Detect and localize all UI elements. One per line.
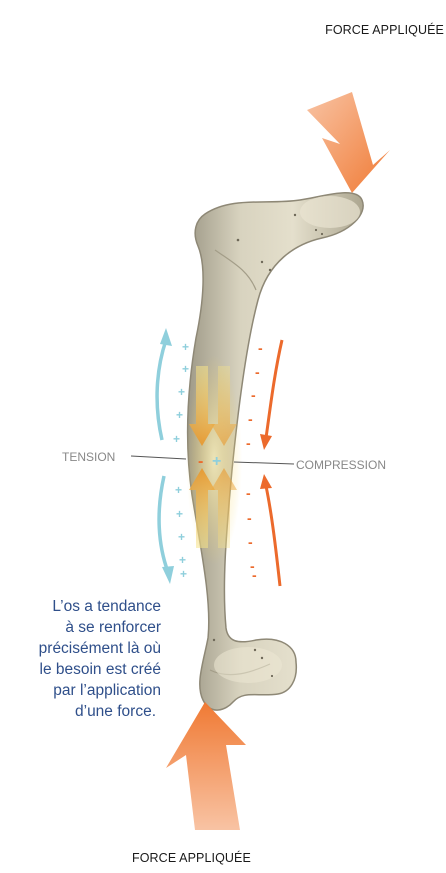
force-arrow-icon (307, 92, 390, 193)
minus-sign: - (246, 435, 251, 451)
plus-sign: + (180, 567, 187, 581)
tension-leader-line (131, 456, 186, 459)
minus-sign: - (251, 387, 256, 403)
plus-sign: + (182, 362, 189, 376)
note-line-1: L’os a tendance (52, 596, 161, 617)
note-line-5: par l’application (53, 680, 161, 701)
bone-illustration (186, 193, 363, 710)
plus-sign: + (175, 483, 182, 497)
note-line-4: le besoin est créé (40, 659, 162, 680)
plus-sign: + (176, 408, 183, 422)
minus-sign: - (247, 510, 252, 526)
force-applied-label-top: FORCE APPLIQUÉE (325, 23, 444, 37)
plus-sign: + (182, 340, 189, 354)
tension-label: TENSION (62, 450, 115, 464)
minus-sign: - (258, 340, 263, 356)
compression-minus-signs: ---------- (246, 340, 263, 583)
plus-sign: + (173, 432, 180, 446)
minus-sign: - (248, 534, 253, 550)
compression-label: COMPRESSION (296, 458, 386, 472)
minus-sign: - (246, 485, 251, 501)
plus-sign: + (176, 507, 183, 521)
minus-sign: - (252, 567, 257, 583)
plus-sign: + (178, 385, 185, 399)
tension-arrow-icon (157, 328, 174, 584)
center-plus-sign: + (212, 453, 221, 470)
compression-leader-line (234, 462, 294, 464)
note-line-6: d’une force. (75, 701, 156, 722)
force-arrow-icon (166, 702, 246, 830)
force-applied-label-bottom: FORCE APPLIQUÉE (132, 851, 251, 865)
note-line-3: précisément là où (39, 638, 161, 659)
minus-sign: - (248, 411, 253, 427)
center-minus-sign: - (198, 453, 203, 470)
minus-sign: - (255, 364, 260, 380)
plus-sign: + (178, 530, 185, 544)
plus-sign: + (179, 553, 186, 567)
note-line-2: à se renforcer (65, 617, 161, 638)
